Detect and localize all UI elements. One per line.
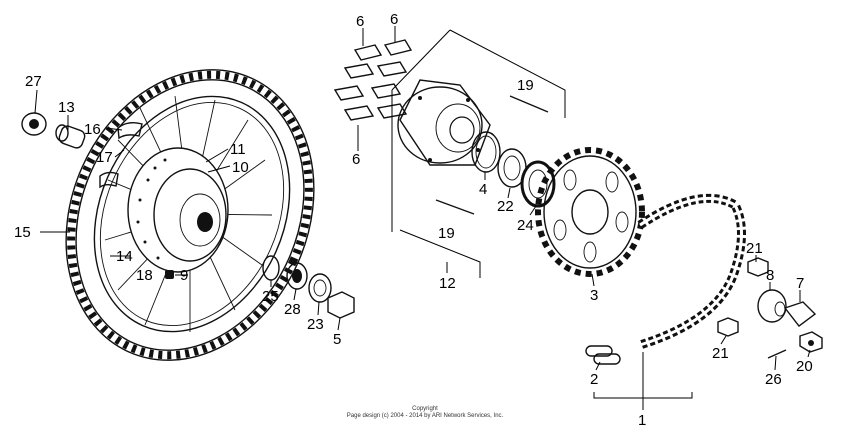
label-25: 25 (262, 288, 279, 305)
label-21a: 21 (746, 240, 763, 257)
label-22: 22 (497, 198, 514, 215)
label-17: 17 (96, 149, 113, 166)
label-6b: 6 (390, 11, 398, 28)
circlip-25 (262, 255, 280, 281)
label-14: 14 (116, 248, 133, 265)
label-16: 16 (84, 121, 101, 138)
label-26: 26 (765, 371, 782, 388)
label-7: 7 (796, 275, 804, 292)
bearing-28 (286, 262, 308, 290)
label-12: 12 (439, 275, 456, 292)
group-bracket-19 (391, 29, 566, 278)
label-19a: 19 (517, 77, 534, 94)
tire-tread (67, 70, 313, 360)
label-11: 11 (230, 141, 246, 158)
label-3: 3 (590, 287, 598, 304)
damper-rubbers (333, 39, 413, 121)
label-23: 23 (307, 316, 324, 333)
label-18: 18 (136, 267, 153, 284)
stud-bolts (435, 95, 549, 215)
label-6a: 6 (356, 13, 364, 30)
label-24: 24 (517, 217, 534, 234)
label-5: 5 (333, 331, 341, 348)
axle-collar (21, 112, 86, 149)
master-link (585, 345, 621, 365)
drive-chain (637, 193, 746, 350)
label-8: 8 (766, 267, 774, 284)
copyright-line: Copyright (412, 406, 438, 412)
chain-adjuster-7 (783, 301, 817, 327)
label-21b: 21 (712, 345, 729, 362)
label-6c: 6 (352, 151, 360, 168)
hub-flange (397, 79, 491, 166)
rim-band-piece (99, 121, 143, 189)
label-28: 28 (284, 301, 301, 318)
wheel-rim (93, 95, 291, 333)
part-labels: 27 13 16 17 15 14 11 10 18 9 6 6 6 19 19… (14, 11, 813, 429)
cap-nut-20 (799, 331, 823, 353)
label-13: 13 (58, 99, 75, 116)
wheel-hub (127, 147, 229, 273)
cotter-pin-26 (767, 349, 787, 359)
label-9: 9 (180, 267, 188, 284)
seal-ring-4 (471, 131, 501, 173)
page-design-credit: Page design (c) 2004 - 2014 by ARI Netwo… (346, 413, 504, 419)
label-4: 4 (479, 181, 487, 198)
bolt-18 (165, 270, 174, 279)
axle-nut-21a (747, 257, 769, 277)
leader-lines (34, 26, 811, 410)
collar-5 (327, 291, 355, 319)
label-1: 1 (638, 412, 646, 429)
label-2: 2 (590, 371, 598, 388)
label-19b: 19 (438, 225, 455, 242)
adjuster-collar-8 (757, 289, 787, 323)
label-20: 20 (796, 358, 813, 375)
rear-wheel-assembly (65, 69, 315, 361)
bearing-23 (308, 273, 332, 303)
label-27: 27 (25, 73, 42, 90)
sprocket (535, 147, 645, 277)
label-15: 15 (14, 224, 31, 241)
axle-nut-21b (717, 317, 739, 337)
label-10: 10 (232, 159, 249, 176)
